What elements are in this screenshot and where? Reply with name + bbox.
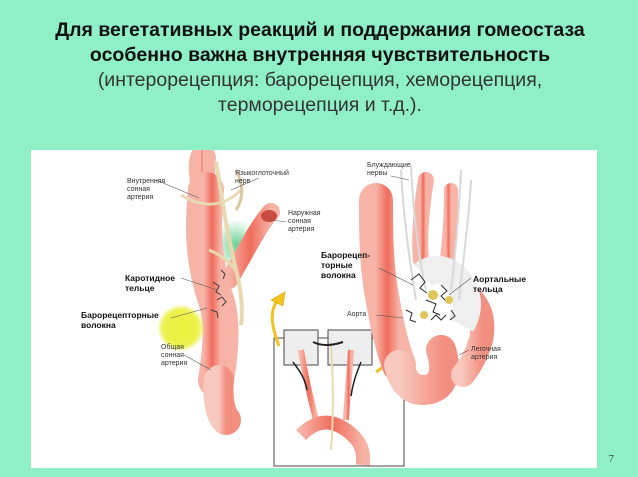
carotid-region bbox=[155, 150, 287, 435]
label-aortic-bodies: Аортальные тельца bbox=[473, 274, 527, 294]
label-external-carotid-artery: Наружная сонная артерия bbox=[288, 210, 321, 233]
label-vagus-nerves: Блуждающие нервы bbox=[367, 162, 411, 177]
anatomy-figure: Внутренняя сонная артерия Языкоглоточный… bbox=[31, 150, 597, 468]
title-bold-text: Для вегетативных реакций и поддержания г… bbox=[55, 19, 585, 66]
label-baroreceptor-fibers-right: Барорецеп- торные волокна bbox=[321, 250, 371, 280]
anatomy-illustration bbox=[155, 150, 495, 467]
aortic-region bbox=[359, 164, 495, 406]
label-inner-carotid-artery: Внутренняя сонная артерия bbox=[127, 178, 166, 201]
label-pulmonary-artery: Легочная артерия bbox=[471, 346, 501, 361]
slide-title: Для вегетативных реакций и поддержания г… bbox=[40, 18, 600, 118]
label-aorta: Аорта bbox=[347, 311, 367, 318]
label-baroreceptor-fibers-left: Барорецепторные волокна bbox=[81, 310, 159, 330]
page-number: 7 bbox=[608, 453, 615, 465]
label-carotid-body: Каротидное тельце bbox=[125, 273, 176, 293]
label-glossopharyngeal-nerve: Языкоглоточный нерв bbox=[235, 170, 289, 185]
label-common-carotid-artery: Общая сонная артерия bbox=[161, 344, 188, 367]
title-normal-text: (интерорецепция: барорецепция, хеморецеп… bbox=[97, 69, 543, 116]
